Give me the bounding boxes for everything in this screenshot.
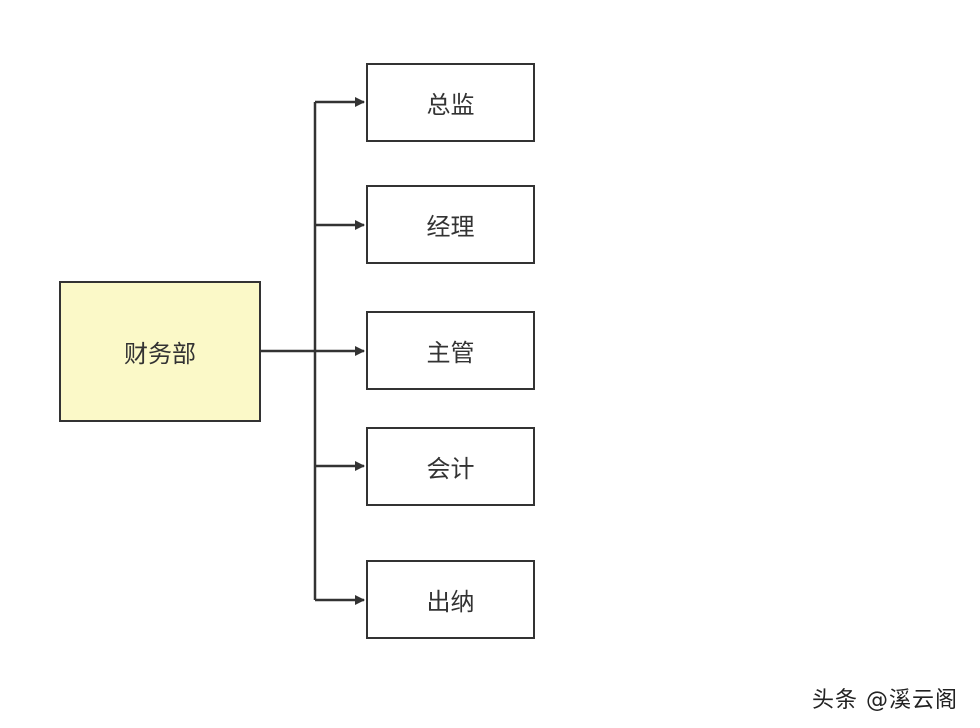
child-node-label: 出纳 — [426, 588, 475, 616]
child-node-cashier: 出纳 — [366, 560, 535, 639]
child-node-label: 会计 — [426, 455, 475, 483]
child-node-label: 主管 — [426, 339, 475, 367]
child-node-director: 总监 — [366, 63, 535, 142]
child-node-supervisor: 主管 — [366, 311, 535, 390]
child-node-accountant: 会计 — [366, 427, 535, 506]
root-node-finance-dept: 财务部 — [59, 281, 261, 422]
watermark-text: 头条 @溪云阁 — [812, 688, 958, 713]
root-node-label: 财务部 — [124, 340, 196, 368]
child-node-label: 经理 — [426, 213, 475, 241]
child-node-label: 总监 — [426, 91, 475, 119]
child-node-manager: 经理 — [366, 185, 535, 264]
